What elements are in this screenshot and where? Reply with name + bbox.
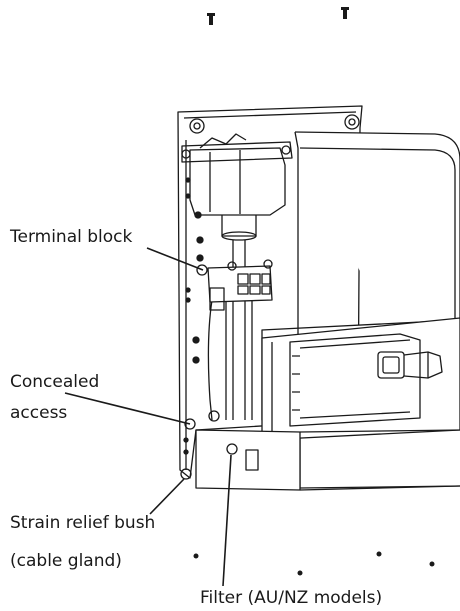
base-box (195, 429, 301, 491)
label-concealed-access-2: access (10, 403, 68, 423)
leader-filter (222, 454, 232, 587)
label-concealed-access-1: Concealed (10, 372, 100, 392)
leader-lines (64, 247, 232, 587)
label-filter: Filter (AU/NZ models) (200, 588, 383, 608)
leader-concealed-access (64, 392, 191, 425)
leader-terminal-block (146, 247, 204, 271)
label-terminal-block: Terminal block (10, 227, 133, 247)
label-strain-relief-2: (cable gland) (10, 551, 122, 571)
tank (189, 147, 286, 216)
label-strain-relief-1: Strain relief bush (10, 513, 156, 533)
screw-icon (207, 7, 349, 25)
small-screw-icon (193, 551, 435, 576)
leader-strain-relief (149, 478, 185, 515)
